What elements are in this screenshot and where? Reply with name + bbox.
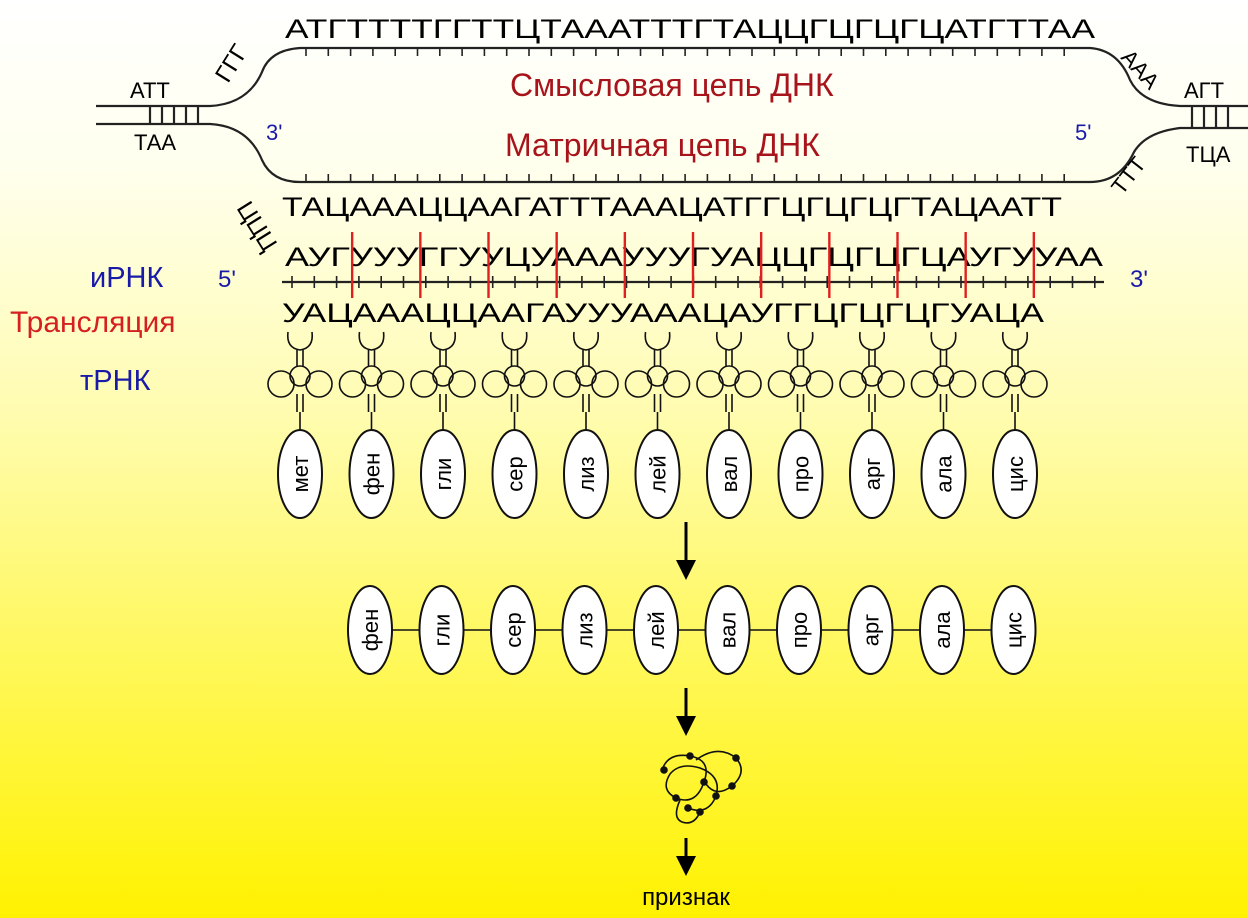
down-arrow-3 — [676, 838, 696, 876]
trna-center-loop — [791, 366, 811, 386]
anticodon-loop — [717, 332, 742, 350]
trna-molecule — [340, 332, 404, 430]
dna-5-prime-label: 5' — [1075, 120, 1091, 145]
peptide-amino-acid-label: лиз — [573, 612, 598, 647]
trna-molecule — [912, 332, 976, 430]
amino-acid-label: сер — [503, 456, 528, 491]
anticodon-loop — [574, 332, 599, 350]
trna-center-loop — [1005, 366, 1025, 386]
anticodon-loop — [860, 332, 885, 350]
peptide-chain: фен гли сер лиз лей вал про арг ала цис — [348, 586, 1036, 674]
mrna-5-prime-label: 5' — [218, 266, 236, 293]
peptide-amino-acid-label: про — [787, 612, 812, 648]
anticodon-loop — [645, 332, 670, 350]
anticodon-loop — [431, 332, 456, 350]
trna-molecule — [268, 332, 332, 430]
trna-center-loop — [505, 366, 525, 386]
amino-acid-label: цис — [1003, 456, 1028, 492]
trna-center-loop — [648, 366, 668, 386]
amino-acid-label: ала — [932, 455, 957, 493]
trna-molecule — [554, 332, 618, 430]
right-bottom-triplet: ТЦА — [1186, 142, 1231, 167]
folded-protein-icon — [661, 751, 741, 822]
amino-acid-label: лей — [646, 455, 671, 492]
dna-3-prime-label: 3' — [266, 120, 282, 145]
anticodon-loop — [502, 332, 527, 350]
peptide-amino-acid-label: арг — [859, 614, 884, 647]
anticodon-loop — [1003, 332, 1028, 350]
trna-molecule — [697, 332, 761, 430]
template-strand-ticks — [306, 174, 1064, 182]
right-top-triplet: АГТ — [1184, 78, 1224, 103]
trna-center-loop — [362, 366, 382, 386]
amino-acid-label: про — [789, 456, 814, 492]
down-arrow-1 — [676, 522, 696, 580]
anticodon-sequence: УАЦАААЦЦААГАУУУАААЦАУГГЦГЦГЦГУАЦА — [282, 298, 1044, 328]
anticodon-loop — [359, 332, 384, 350]
trna-molecule — [769, 332, 833, 430]
trna-center-loop — [934, 366, 954, 386]
left-rung-1 — [150, 106, 198, 124]
peptide-amino-acid-label: вал — [716, 612, 741, 649]
down-arrow-2 — [676, 688, 696, 736]
sense-strand-ticks — [306, 48, 1064, 56]
peptide-amino-acid-label: гли — [430, 614, 455, 647]
left-bottom-triplet: ТАА — [134, 130, 176, 155]
right-rung-1 — [1192, 106, 1228, 128]
trna-label: тРНК — [80, 365, 151, 397]
amino-acid-label: мет — [288, 456, 313, 493]
anticodon-loop — [288, 332, 313, 350]
mrna-3-prime-label: 3' — [1130, 266, 1148, 293]
anticodon-loop — [788, 332, 813, 350]
trna-center-loop — [290, 366, 310, 386]
left-bend-bottom-triplet: ЦЦЦ — [231, 197, 282, 257]
amino-acid-label: лиз — [574, 456, 599, 491]
peptide-amino-acid-label: сер — [501, 612, 526, 647]
peptide-amino-acid-label: цис — [1002, 612, 1027, 648]
translation-label: Трансляция — [10, 306, 176, 339]
trna-molecules: мет фен гли сер лиз лей вал про арг ала цис — [268, 332, 1047, 518]
anticodon-loop — [931, 332, 956, 350]
peptide-amino-acid-label: ала — [930, 611, 955, 649]
amino-acid-label: гли — [431, 458, 456, 491]
template-sequence: ТАЦАААЦЦААГАТТТАААЦАТГГЦГЦГЦГТАЦААТТ — [282, 192, 1062, 222]
trna-center-loop — [862, 366, 882, 386]
amino-acid-label: арг — [860, 458, 885, 491]
sense-strand-label: Смысловая цепь ДНК — [510, 67, 834, 103]
peptide-amino-acid-label: фен — [358, 609, 383, 652]
trait-label: признак — [642, 884, 730, 911]
trna-molecule — [840, 332, 904, 430]
trna-molecule — [626, 332, 690, 430]
amino-acid-label: вал — [717, 456, 742, 493]
trna-molecule — [983, 332, 1047, 430]
trna-center-loop — [576, 366, 596, 386]
trna-center-loop — [719, 366, 739, 386]
mrna-label: иРНК — [90, 262, 163, 294]
template-strand-label: Матричная цепь ДНК — [505, 127, 820, 163]
trna-center-loop — [433, 366, 453, 386]
amino-acid-label: фен — [360, 453, 385, 496]
left-bend-top-triplet: ГГГ — [210, 40, 254, 87]
peptide-amino-acid-label: лей — [644, 611, 669, 648]
trna-molecule — [411, 332, 475, 430]
left-top-triplet: АТТ — [130, 78, 170, 103]
sense-sequence: АТГТТТТГГТТЦТАААТТТГТАЦЦГЦГЦГЦАТГТТАА — [285, 14, 1095, 44]
right-bend-bottom-triplet: ТТТ — [1106, 152, 1151, 199]
trna-molecule — [483, 332, 547, 430]
